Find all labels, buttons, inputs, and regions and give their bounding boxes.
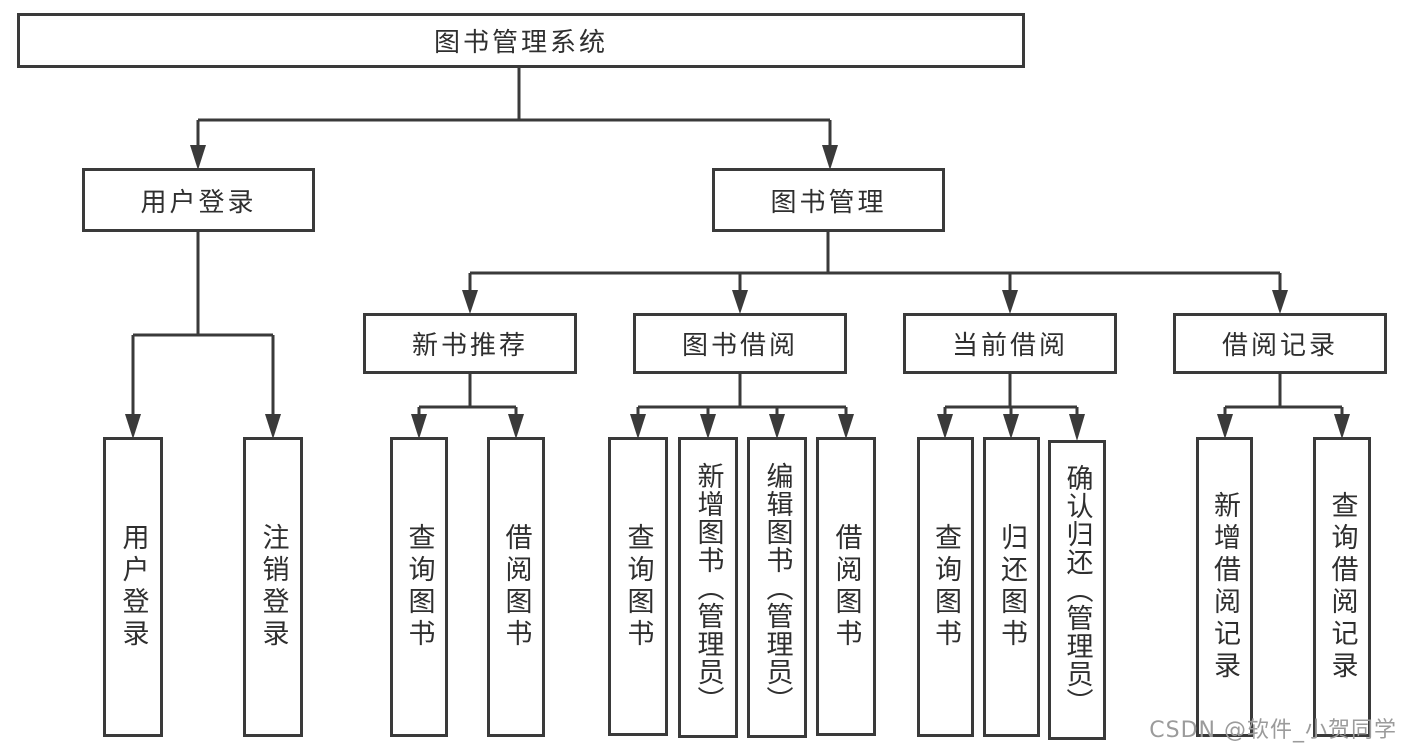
node-leaf-query-borrow-record: 查询借阅记录 <box>1313 437 1371 737</box>
node-user-login: 用户登录 <box>82 168 315 232</box>
node-borrow-records: 借阅记录 <box>1173 313 1387 374</box>
node-leaf-add-book-admin: 新增图书（管理员） <box>678 437 738 738</box>
node-leaf-return-book: 归还图书 <box>983 437 1040 737</box>
node-leaf-logout: 注销登录 <box>243 437 303 737</box>
node-leaf-user-login: 用户登录 <box>103 437 163 737</box>
node-current-borrow: 当前借阅 <box>903 313 1117 374</box>
node-leaf-borrow-query-books: 查询图书 <box>608 437 668 736</box>
node-leaf-current-query-books: 查询图书 <box>917 437 974 737</box>
node-book-management: 图书管理 <box>712 168 945 232</box>
csdn-watermark: CSDN @软件_小贺同学 <box>1149 718 1397 743</box>
node-leaf-recommend-query-books: 查询图书 <box>390 437 448 737</box>
node-leaf-confirm-return-admin: 确认归还（管理员） <box>1048 440 1106 740</box>
node-book-borrow: 图书借阅 <box>633 313 847 374</box>
node-leaf-recommend-borrow-books: 借阅图书 <box>487 437 545 737</box>
node-leaf-borrow-books: 借阅图书 <box>816 437 876 736</box>
node-library-system: 图书管理系统 <box>17 13 1025 68</box>
node-new-book-recommend: 新书推荐 <box>363 313 577 374</box>
node-leaf-add-borrow-record: 新增借阅记录 <box>1196 437 1253 737</box>
node-leaf-edit-book-admin: 编辑图书（管理员） <box>747 437 807 738</box>
